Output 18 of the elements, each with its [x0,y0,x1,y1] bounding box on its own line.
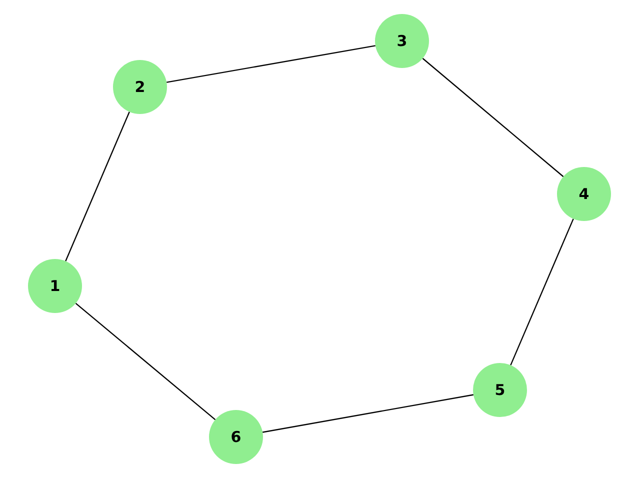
edge-line [166,45,376,83]
edge-line [510,218,574,366]
graph-node [209,410,263,464]
node-label: 3 [396,32,408,50]
node-label: 4 [578,185,590,203]
graph-node [557,167,611,221]
edge-line [262,394,474,433]
graph-node [473,363,527,417]
graph-node [375,14,429,68]
graph-node [28,259,82,313]
edge-line [65,112,130,262]
node-label: 6 [230,428,242,446]
edge-line [75,302,216,420]
node-label: 5 [494,381,506,399]
edge-line [422,58,564,178]
node-label: 1 [50,277,60,295]
node-label: 2 [134,78,146,96]
graph-node [113,60,167,114]
